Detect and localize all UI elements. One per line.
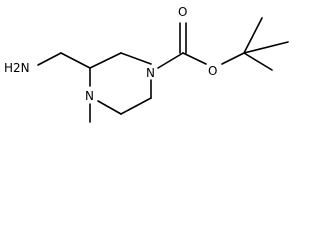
bond-n1-carbonyl bbox=[157, 52, 184, 69]
ring-n-methyl-label: N bbox=[85, 89, 94, 103]
structure-canvas: H2N N N O O bbox=[4, 5, 289, 123]
bond-cq-methyl-right bbox=[243, 41, 289, 54]
bond-ester-o-cq bbox=[221, 52, 245, 65]
bond-ch2-c3 bbox=[60, 52, 91, 69]
bond-cq-methyl-up bbox=[243, 17, 263, 54]
ring-n-carbamate-label: N bbox=[146, 66, 155, 80]
ester-oxygen-label: O bbox=[208, 64, 217, 78]
bond-carbonyl-ester-o bbox=[182, 52, 207, 65]
bond-c6-c5 bbox=[120, 97, 152, 115]
bond-c5-n4 bbox=[97, 100, 122, 115]
molecule-diagram: H2N N N O O bbox=[4, 5, 289, 123]
bond-c2-n1 bbox=[120, 52, 152, 65]
carbonyl-oxygen-label: O bbox=[178, 5, 187, 19]
amine-label: H2N bbox=[4, 61, 30, 75]
bond-amine-ch2 bbox=[37, 52, 62, 66]
bond-group bbox=[37, 17, 289, 123]
bond-cq-methyl-down bbox=[243, 52, 273, 71]
bond-c3-c2 bbox=[89, 52, 122, 69]
